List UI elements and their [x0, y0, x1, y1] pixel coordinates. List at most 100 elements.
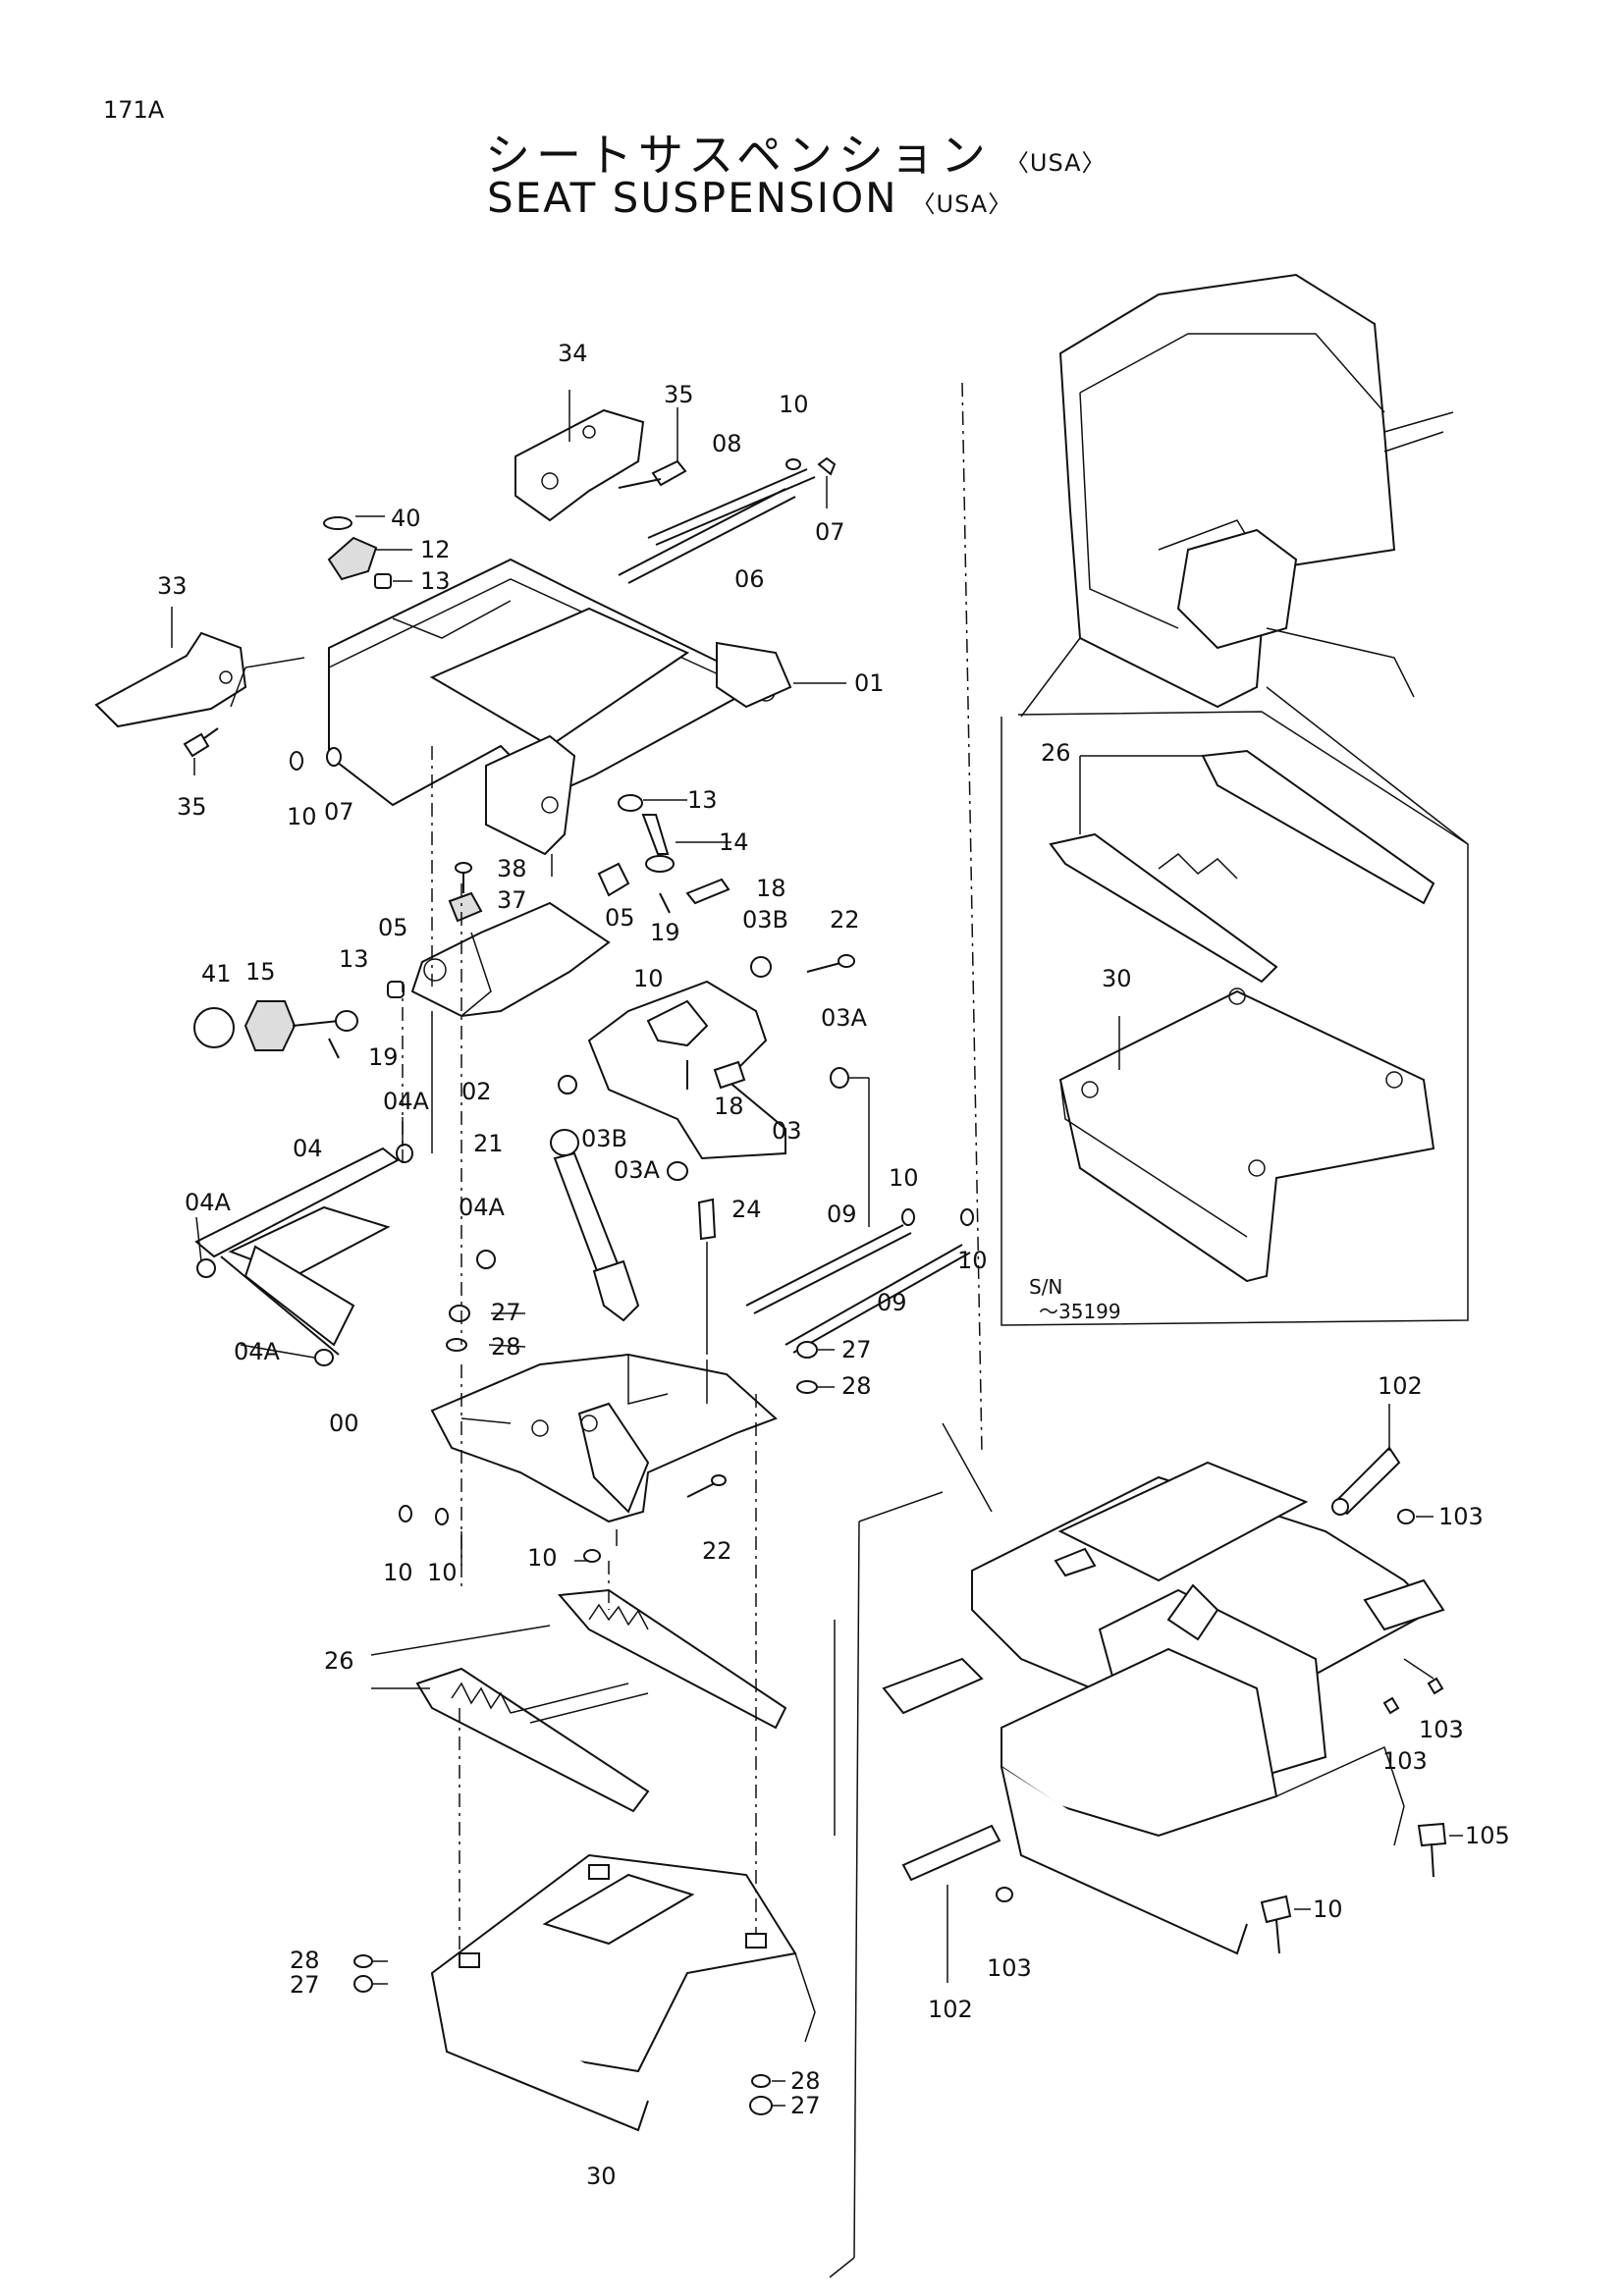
region-tag-en: 〈USA〉 — [911, 190, 1013, 218]
label-28-left: 28 — [290, 1947, 320, 1974]
label-103-bottom: 103 — [987, 1954, 1032, 1982]
rod-08 — [618, 488, 796, 584]
cab-overview — [1058, 273, 1454, 709]
title-japanese: シートサスペンション〈USA〉 — [485, 120, 1107, 185]
slide-rail-26-inset — [1049, 749, 1435, 984]
bolt-38 — [455, 862, 472, 893]
label-22-lower: 22 — [702, 1537, 732, 1565]
label-08: 08 — [712, 430, 742, 457]
base-plate-00 — [430, 1353, 778, 1523]
label-26: 26 — [324, 1647, 354, 1675]
serial-number-note: S/N ～35199 — [1029, 1275, 1121, 1323]
callout-lines — [829, 382, 1469, 2278]
bush-05-lower — [387, 981, 405, 998]
title-en-text: SEAT SUSPENSION — [487, 174, 898, 222]
label-13: 13 — [420, 567, 451, 595]
label-41: 41 — [201, 960, 232, 988]
label-10: 10 — [779, 391, 809, 418]
washer-10-top — [785, 458, 801, 470]
bush-13-top — [374, 573, 412, 589]
serial-label: S/N — [1029, 1275, 1062, 1299]
bracket-34 — [514, 390, 645, 522]
bolt-10-right — [1260, 1895, 1292, 1954]
label-103-right: 103 — [1419, 1716, 1464, 1743]
pin-102-bottom — [901, 1824, 1001, 1983]
label-10-rod: 10 — [889, 1164, 919, 1192]
bush-03A-lower — [667, 1161, 688, 1181]
label-30: 30 — [586, 2163, 617, 2190]
label-03: 03 — [772, 1117, 802, 1145]
label-28-bottom: 28 — [790, 2067, 821, 2095]
label-13-shaft: 13 — [687, 786, 718, 814]
label-35: 35 — [664, 381, 694, 408]
part-labels: 34 35 10 08 07 06 40 12 13 33 01 35 10 0… — [157, 340, 1510, 2190]
label-15: 15 — [245, 958, 276, 986]
assembly-centerlines — [230, 657, 836, 1958]
assembled-suspension — [882, 1461, 1445, 1955]
label-04A-mid: 04A — [459, 1194, 506, 1221]
label-35-left: 35 — [177, 793, 207, 821]
clips-103 — [996, 1509, 1444, 1902]
knob-12 — [323, 515, 412, 581]
upper-frame-01 — [328, 558, 846, 856]
label-30-inset: 30 — [1102, 965, 1132, 992]
label-10-base-bottom: 10 — [527, 1544, 558, 1572]
pin-102-top — [1331, 1404, 1401, 1516]
label-03B-upper: 03B — [742, 906, 788, 934]
page-number: 171A — [103, 96, 165, 124]
label-07-left: 07 — [324, 798, 354, 826]
pin-19-left — [328, 1038, 340, 1059]
washer-10-rods — [901, 1208, 974, 1226]
nut-27-center — [449, 1305, 470, 1322]
label-33: 33 — [157, 572, 188, 600]
label-06: 06 — [734, 565, 765, 593]
label-10-base-left: 10 — [383, 1559, 413, 1586]
label-04A-top: 04A — [383, 1088, 430, 1115]
label-24: 24 — [731, 1196, 762, 1223]
label-27-bottom: 27 — [790, 2092, 821, 2119]
clip-37 — [448, 891, 483, 923]
seat-base-30-inset — [1058, 988, 1435, 1283]
shaft-14 — [618, 794, 731, 873]
label-01: 01 — [854, 669, 885, 697]
bolt-22-upper — [806, 954, 855, 973]
label-03A: 03A — [821, 1004, 868, 1032]
label-18: 18 — [756, 875, 786, 902]
label-26-inset: 26 — [1041, 739, 1071, 767]
label-10-bolt: 10 — [1313, 1896, 1343, 1923]
region-tag-jp: 〈USA〉 — [1004, 149, 1107, 177]
rod-06 — [647, 468, 816, 546]
pin-19 — [659, 892, 671, 914]
label-03B-lower: 03B — [581, 1125, 627, 1152]
label-02: 02 — [461, 1078, 492, 1105]
label-10-left: 10 — [287, 803, 317, 830]
shock-absorber-21 — [550, 1129, 640, 1322]
label-10-center: 10 — [633, 965, 664, 992]
label-38: 38 — [497, 855, 527, 882]
label-19: 19 — [650, 919, 680, 946]
pin-24 — [697, 1198, 717, 1355]
label-14: 14 — [719, 828, 749, 856]
scissor-arm-03 — [587, 980, 786, 1160]
disc-41 — [193, 1007, 235, 1048]
label-18-lower: 18 — [714, 1093, 744, 1120]
label-21: 21 — [473, 1130, 504, 1157]
label-05-left: 05 — [378, 914, 408, 941]
washers-10-07-left — [290, 747, 342, 771]
bush-04A — [196, 1144, 496, 1366]
label-07: 07 — [815, 518, 845, 546]
bracket-02 — [410, 901, 611, 1018]
fasteners-27-28-right — [749, 2074, 773, 2115]
bush-03B-upper — [750, 956, 772, 978]
bush-03B-lower — [558, 1075, 577, 1095]
bush-13-left — [335, 1010, 358, 1032]
label-105: 105 — [1465, 1822, 1510, 1849]
knob-15 — [243, 1000, 340, 1051]
bush-03A-right — [830, 1067, 870, 1227]
title-jp-text: シートサスペンション — [485, 129, 992, 182]
bracket-33 — [94, 607, 247, 728]
label-27-center: 27 — [491, 1299, 521, 1326]
washers-10-base — [399, 1505, 601, 1563]
label-10-far: 10 — [957, 1247, 988, 1274]
inset-box — [1001, 711, 1469, 1326]
